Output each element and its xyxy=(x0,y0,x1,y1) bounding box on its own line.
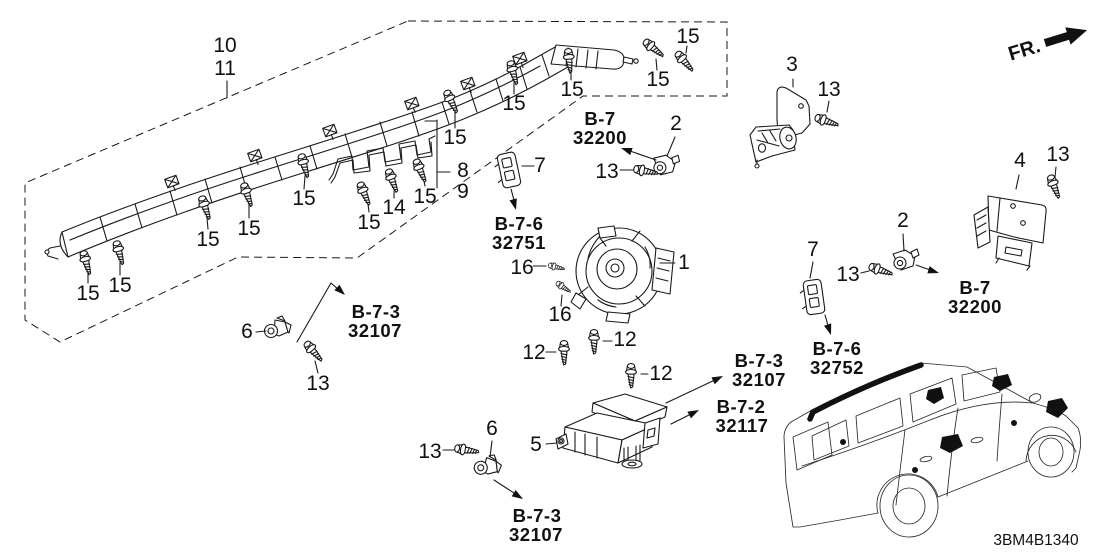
callout-13: 13 xyxy=(836,263,859,286)
ref-b72: B-7-2 xyxy=(717,396,766,417)
callout-10: 10 xyxy=(213,34,236,57)
ref-32117: 32117 xyxy=(716,415,769,436)
callout-9: 9 xyxy=(457,180,469,203)
part-2-impact-sensor xyxy=(892,248,920,271)
callout-6: 6 xyxy=(241,320,253,343)
callout-7: 7 xyxy=(534,154,546,177)
callout-2: 2 xyxy=(670,112,682,135)
callout-2: 2 xyxy=(897,209,909,232)
callout-15: 15 xyxy=(76,282,99,305)
callout-15: 15 xyxy=(108,274,131,297)
ref-b73: B-7-3 xyxy=(352,301,401,322)
ref-b7: B-7 xyxy=(584,108,615,129)
callout-13: 13 xyxy=(1046,143,1069,166)
callout-15: 15 xyxy=(502,92,525,115)
callout-15: 15 xyxy=(196,228,219,251)
callout-12: 12 xyxy=(649,362,672,385)
dashed-boundary xyxy=(24,20,728,343)
callout-15: 15 xyxy=(237,217,260,240)
part-5-srs-unit xyxy=(555,393,668,469)
leader-lines xyxy=(87,45,1057,458)
part-7-clip xyxy=(798,278,826,317)
callout-labels: 10 11 15 15 15 15 15 15 15 15 15 15 15 1… xyxy=(76,25,1069,463)
callout-16: 16 xyxy=(510,256,533,279)
callout-15: 15 xyxy=(676,25,699,48)
fr-direction-arrow: FR. xyxy=(1006,27,1088,66)
callout-15: 15 xyxy=(646,68,669,91)
ref-b76: B-7-6 xyxy=(813,338,862,359)
part-1-cable-reel xyxy=(570,225,675,324)
callout-8: 8 xyxy=(457,159,469,182)
callout-1: 1 xyxy=(678,251,690,274)
ref-32107: 32107 xyxy=(348,320,402,341)
part-6-side-sensor xyxy=(472,451,504,479)
component-location-markers xyxy=(840,374,1068,473)
callout-3: 3 xyxy=(786,53,798,76)
callout-12: 12 xyxy=(613,328,636,351)
reference-arrows xyxy=(296,144,941,503)
part-8-9-wire-bracket xyxy=(328,119,451,189)
reference-labels: B-7 32200 B-7-6 32751 B-7 32200 B-7-6 32… xyxy=(348,108,1002,545)
callout-15: 15 xyxy=(443,126,466,149)
callout-12: 12 xyxy=(522,341,545,364)
vehicle-outline xyxy=(783,362,1082,538)
callout-4: 4 xyxy=(1014,149,1026,172)
curtain-airbag-module xyxy=(44,44,639,260)
ref-32751: 32751 xyxy=(492,232,546,253)
ref-32200: 32200 xyxy=(573,127,627,148)
part-6-side-sensor xyxy=(263,315,292,339)
callout-13: 13 xyxy=(595,160,618,183)
callout-15: 15 xyxy=(292,187,315,210)
diagram-code: 3BM4B1340 xyxy=(993,532,1079,549)
callout-6: 6 xyxy=(486,417,498,440)
ref-b73: B-7-3 xyxy=(513,505,562,526)
callout-15: 15 xyxy=(560,78,583,101)
ref-32107: 32107 xyxy=(732,369,786,390)
part-3-bracket xyxy=(749,86,811,169)
callout-11: 11 xyxy=(214,57,236,80)
installed-curtain-airbag xyxy=(807,362,924,422)
callout-13: 13 xyxy=(817,78,840,101)
callout-5: 5 xyxy=(530,433,542,456)
callout-15: 15 xyxy=(357,211,380,234)
ref-b73: B-7-3 xyxy=(735,350,784,371)
ref-32752: 32752 xyxy=(810,357,864,378)
ref-b76: B-7-6 xyxy=(495,213,544,234)
callout-14: 14 xyxy=(382,196,406,219)
callout-7: 7 xyxy=(807,238,819,261)
callout-16: 16 xyxy=(548,303,571,326)
callout-13: 13 xyxy=(306,372,329,395)
ref-b7: B-7 xyxy=(959,277,990,298)
ref-32107: 32107 xyxy=(509,524,563,545)
part-7-clip xyxy=(492,150,522,190)
part-4-bracket xyxy=(973,195,1047,271)
callout-13: 13 xyxy=(418,440,441,463)
fr-label: FR. xyxy=(1006,35,1043,65)
callout-15: 15 xyxy=(413,185,436,208)
ref-32200: 32200 xyxy=(948,296,1002,317)
